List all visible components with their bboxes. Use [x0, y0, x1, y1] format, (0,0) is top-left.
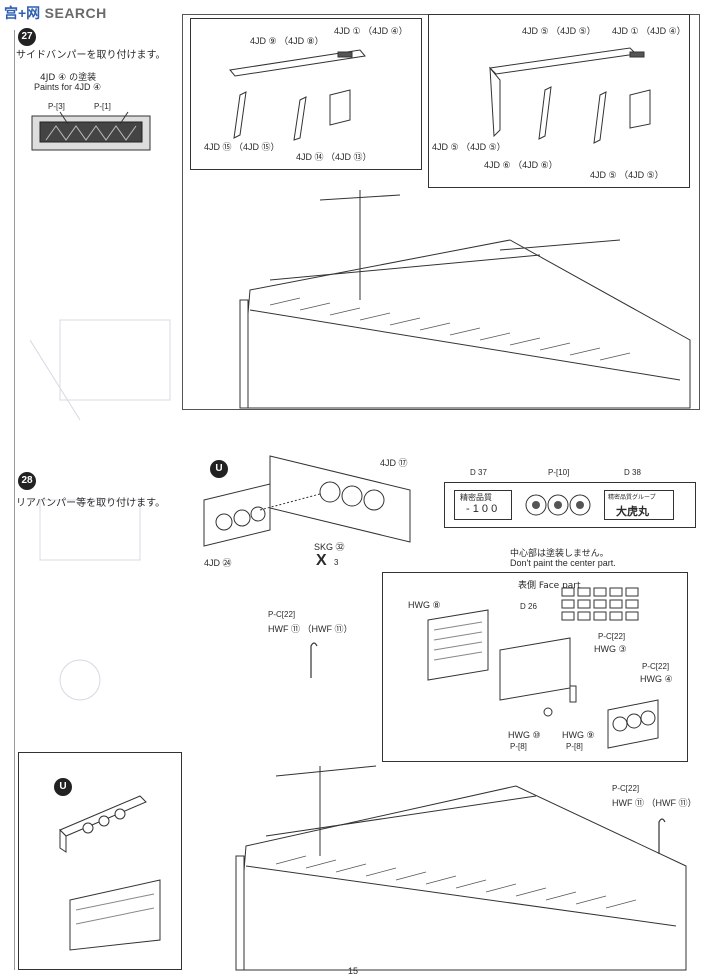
- callout-left-label-b: 4JD ① （4JD ④）: [334, 26, 408, 36]
- logo-left-text: 宫+网: [4, 5, 41, 21]
- part-label-skg32: SKG ㉜: [314, 542, 345, 552]
- callout-right-label-d: 4JD ⑥ （4JD ⑥）: [484, 160, 558, 170]
- callout-left-label-a: 4JD ⑨ （4JD ⑧）: [250, 36, 324, 46]
- center-paint-note-jp: 中心部は塗装しません。: [510, 549, 609, 559]
- face-part-grid: [561, 587, 639, 621]
- u-marker-bottom: U: [54, 778, 72, 796]
- x-mark: X: [316, 552, 327, 569]
- step-27-number: 27: [18, 28, 36, 46]
- callout-right-label-a: 4JD ⑤ （4JD ⑤）: [522, 26, 596, 36]
- step-27-title: サイドバンパーを取り付けます。: [16, 50, 166, 61]
- display-plate-top: 精密品質: [460, 493, 492, 502]
- part-label-4jd17: 4JD ⑰: [380, 458, 408, 468]
- light-rings-illustration: [525, 494, 591, 516]
- part-label-hwg9: HWG ⑨: [562, 730, 595, 740]
- callout-right-label-e: 4JD ⑤ （4JD ⑤）: [590, 170, 664, 180]
- side-plate-illustration: [31, 111, 151, 151]
- name-sign-plate: [604, 490, 674, 520]
- paint-code-1: P-[3]: [48, 102, 65, 111]
- site-logo: 宫+网 SEARCH: [4, 3, 107, 23]
- part-label-hwg10: HWG ⑩: [508, 730, 541, 740]
- logo-right-text: SEARCH: [44, 5, 107, 21]
- hwf11-code-right: P-C[22]: [612, 784, 640, 793]
- bumper-zoom-illustration: [59, 795, 161, 951]
- pipe-left-illustration: [310, 642, 318, 678]
- rear-bumper-illustration: [203, 455, 411, 547]
- part-label-hwg8: HWG ⑧: [408, 600, 441, 610]
- callout-right-label-b: 4JD ① （4JD ④）: [612, 26, 686, 36]
- part-label-4jd24: 4JD ㉔: [204, 558, 232, 568]
- step-28-title: リアバンパー等を取り付けます。: [16, 498, 166, 509]
- name-sign-small: 精密品質グループ: [608, 494, 656, 501]
- face-part-label: 表側 Face part: [518, 581, 581, 591]
- x-mark-sub: 3: [334, 558, 339, 567]
- plate-p10: P-[10]: [548, 468, 570, 477]
- pipe-right-illustration: [658, 818, 666, 854]
- part-label-hwg3: HWG ③: [594, 644, 627, 654]
- hwg9-paint: P-[8]: [566, 742, 583, 751]
- step-28-number: 28: [18, 472, 36, 490]
- hwf11-label-left: HWF ⑪ （HWF ⑪）: [268, 624, 353, 634]
- callout-left-label-c: 4JD ⑮ （4JD ⑮）: [204, 142, 280, 152]
- display-plate: [454, 490, 512, 520]
- light-assembly-illustration: [427, 609, 659, 749]
- name-sign-text: 大虎丸: [616, 505, 649, 518]
- truck-chassis-bottom: [235, 765, 687, 971]
- hwg3-code: P-C[22]: [598, 632, 626, 641]
- display-plate-number: - 1 0 0: [466, 503, 498, 515]
- callout-left-label-d: 4JD ⑭ （4JD ⑬）: [296, 152, 372, 162]
- callout-right-label-c: 4JD ⑤ （4JD ⑤）: [432, 142, 506, 152]
- hwf11-label-right: HWF ⑪ （HWF ⑪）: [612, 798, 697, 808]
- hwg4-code: P-C[22]: [642, 662, 670, 671]
- background-ghost-drawing: [29, 319, 171, 701]
- paint-title-en: Paints for 4JD ④: [34, 82, 102, 92]
- left-margin-rule: [14, 30, 15, 970]
- part-label-hwg4: HWG ④: [640, 674, 673, 684]
- center-paint-note-en: Don't paint the center part.: [510, 558, 616, 568]
- bumper-frame-illustration-right: [488, 47, 651, 144]
- callout-panel-left: [190, 18, 422, 170]
- bumper-frame-illustration-left: [229, 49, 366, 141]
- light-d26: D 26: [520, 602, 537, 611]
- truck-chassis-top: [239, 190, 691, 409]
- paint-code-2: P-[1]: [94, 102, 111, 111]
- plate-d37: D 37: [470, 468, 487, 477]
- hwf11-code-left: P-C[22]: [268, 610, 296, 619]
- hwg10-paint: P-[8]: [510, 742, 527, 751]
- page-number: 15: [348, 966, 359, 976]
- u-marker-step-28: U: [210, 460, 228, 478]
- plate-d38: D 38: [624, 468, 641, 477]
- paint-title-jp: 4JD ④ の塗装: [40, 73, 97, 83]
